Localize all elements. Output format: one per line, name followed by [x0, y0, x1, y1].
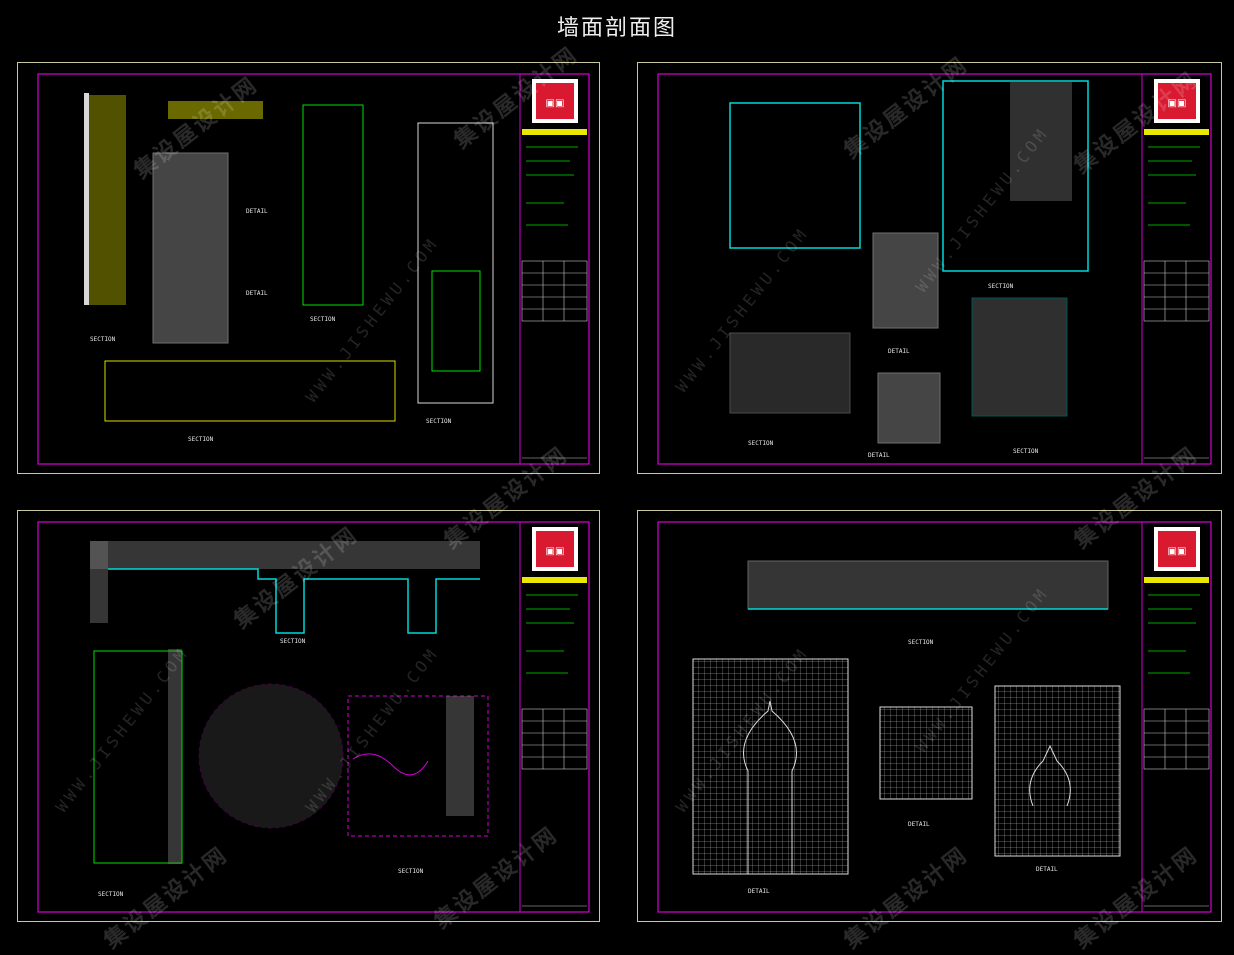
- drawing-label: SECTION: [310, 316, 336, 323]
- drawing-label: SECTION: [188, 436, 214, 443]
- drawing-label: DETAIL: [748, 888, 770, 895]
- drawing-label: SECTION: [90, 336, 116, 343]
- drawing-label: SECTION: [988, 283, 1014, 290]
- drawing-label: SECTION: [1013, 448, 1039, 455]
- drawing-label: DETAIL: [246, 208, 268, 215]
- drawing-label: DETAIL: [246, 290, 268, 297]
- svg-text:▣▣: ▣▣: [1168, 98, 1187, 109]
- drawing-label: SECTION: [748, 440, 774, 447]
- drawing-sheet-4: ▣▣ SECTION DETAIL DETAIL DETAIL: [637, 510, 1222, 922]
- svg-text:▣▣: ▣▣: [546, 546, 565, 557]
- svg-text:▣▣: ▣▣: [1168, 546, 1187, 557]
- drawing-label: SECTION: [280, 638, 306, 645]
- drawing-label: SECTION: [98, 891, 124, 898]
- drawing-label: DETAIL: [1036, 866, 1058, 873]
- sheet-1-drawing: ▣▣ SECTION DETAIL DETAIL SECTION SECTION…: [37, 73, 590, 465]
- drawing-sheet-1: ▣▣ SECTION DETAIL DETAIL SECTION SECTION…: [17, 62, 600, 474]
- sheet-2-drawing: ▣▣ SECTION DETAIL DETAIL SECTION SECTION: [657, 73, 1212, 465]
- sheet-4-drawing: ▣▣ SECTION DETAIL DETAIL DETAIL: [657, 521, 1212, 913]
- svg-text:▣▣: ▣▣: [546, 98, 565, 109]
- drawing-sheet-3: ▣▣ SECTION SECTION SECTION: [17, 510, 600, 922]
- drawing-label: SECTION: [426, 418, 452, 425]
- drawing-label: DETAIL: [888, 348, 910, 355]
- drawing-label: DETAIL: [908, 821, 930, 828]
- drawing-sheet-2: ▣▣ SECTION DETAIL DETAIL SECTION SECTION: [637, 62, 1222, 474]
- drawing-label: SECTION: [398, 868, 424, 875]
- page-title: 墙面剖面图: [556, 16, 677, 41]
- drawing-label: SECTION: [908, 639, 934, 646]
- drawing-label: DETAIL: [868, 452, 890, 459]
- sheet-3-drawing: ▣▣ SECTION SECTION SECTION: [37, 521, 590, 913]
